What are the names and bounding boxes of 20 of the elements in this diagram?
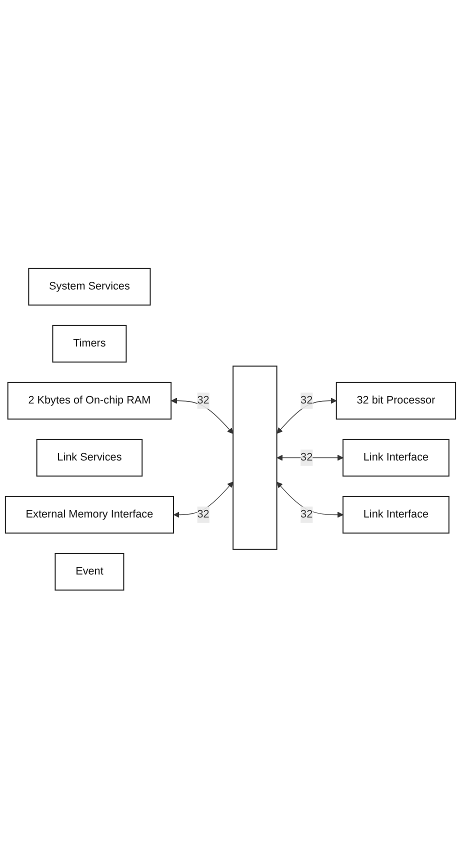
- node-box: System Services: [28, 268, 151, 306]
- node-box: Timers: [52, 325, 127, 363]
- edge-label: 32: [197, 394, 210, 406]
- node-box: Link Interface: [342, 496, 450, 534]
- node-box: 32 bit Processor: [336, 382, 456, 420]
- arrow: [276, 398, 337, 434]
- arrow: [276, 455, 344, 461]
- node-box: 2 Kbytes of On-chip RAM: [7, 382, 172, 420]
- arrow: [173, 482, 234, 518]
- node-box: External Memory Interface: [4, 496, 174, 534]
- node-bar: [232, 366, 278, 550]
- edge-label: 32: [300, 452, 313, 464]
- arrow: [276, 482, 344, 518]
- edge-label: 32: [197, 508, 210, 520]
- node-box: Link Interface: [342, 439, 450, 477]
- node-box: Event: [54, 553, 124, 591]
- node-box: Link Services: [36, 439, 143, 477]
- edge-label: 32: [300, 508, 313, 520]
- edge-label: 32: [300, 394, 313, 406]
- arrow: [171, 398, 234, 434]
